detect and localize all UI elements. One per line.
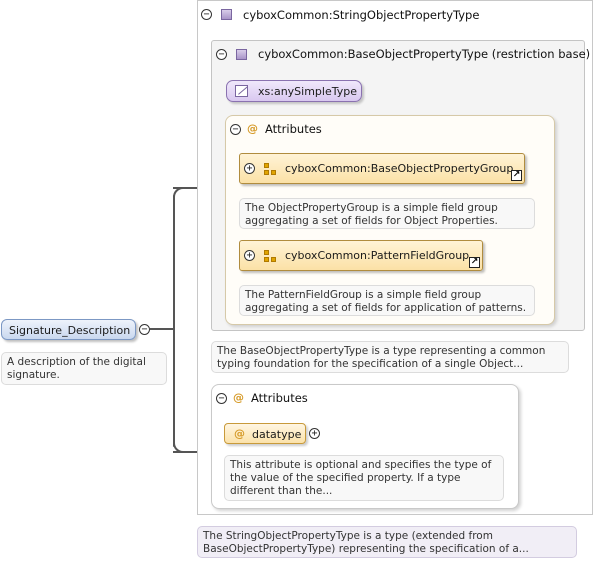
string-type-collapse-toggle[interactable]: −	[201, 9, 212, 20]
attribute-expand-toggle[interactable]: +	[309, 428, 320, 439]
complex-type-icon	[221, 9, 232, 20]
group-expand-toggle[interactable]: +	[244, 250, 255, 261]
base-type-title: cyboxCommon:BaseObjectPropertyType (rest…	[258, 47, 591, 61]
attribute-doc: This attribute is optional and specifies…	[224, 455, 504, 501]
connector-element-out	[150, 328, 174, 330]
base-attributes-collapse-toggle[interactable]: −	[230, 124, 241, 135]
extension-attributes-title: Attributes	[251, 391, 308, 405]
simple-type-name: xs:anySimpleType	[258, 85, 357, 98]
attribute-at-icon: @	[247, 122, 258, 135]
element-doc: A description of the digital signature.	[1, 352, 167, 385]
string-type-doc: The StringObjectPropertyType is a type (…	[197, 526, 577, 558]
connector-bottom-curve	[173, 451, 213, 453]
group-expand-toggle[interactable]: +	[244, 163, 255, 174]
group-doc: The PatternFieldGroup is a simple field …	[239, 285, 535, 316]
element-signature-description[interactable]: Signature_Description	[1, 319, 136, 340]
attribute-at-icon: @	[233, 391, 244, 404]
base-type-collapse-toggle[interactable]: −	[216, 49, 227, 60]
attribute-datatype[interactable]: @ datatype	[224, 423, 306, 444]
external-link-icon[interactable]: ↗	[511, 170, 522, 181]
group-doc: The ObjectPropertyGroup is a simple fiel…	[239, 198, 535, 229]
simple-type-icon	[235, 85, 248, 97]
group-name: cyboxCommon:BaseObjectPropertyGroup	[285, 162, 514, 175]
element-name: Signature_Description	[9, 324, 131, 337]
attribute-at-icon: @	[234, 427, 245, 440]
base-type-doc: The BaseObjectPropertyType is a type rep…	[211, 341, 569, 373]
connector-top-curve	[173, 187, 213, 189]
external-link-icon[interactable]: ↗	[469, 257, 480, 268]
attribute-group-base-object-property[interactable]: + cyboxCommon:BaseObjectPropertyGroup ↗	[239, 153, 525, 184]
element-collapse-toggle[interactable]: −	[139, 324, 150, 335]
attribute-name: datatype	[252, 428, 302, 441]
attribute-group-pattern-field[interactable]: + cyboxCommon:PatternFieldGroup ↗	[239, 240, 483, 271]
connector-top-corner	[173, 187, 185, 199]
connector-bottom-corner	[173, 441, 185, 453]
simple-type-any[interactable]: xs:anySimpleType	[226, 80, 362, 102]
string-type-title: cyboxCommon:StringObjectPropertyType	[243, 8, 480, 22]
attribute-group-icon	[264, 163, 277, 176]
extension-attributes-collapse-toggle[interactable]: −	[216, 393, 227, 404]
attribute-group-icon	[264, 250, 277, 263]
group-name: cyboxCommon:PatternFieldGroup	[285, 249, 470, 262]
base-attributes-title: Attributes	[265, 122, 322, 136]
complex-type-icon	[236, 49, 247, 60]
connector-trunk	[173, 195, 175, 447]
